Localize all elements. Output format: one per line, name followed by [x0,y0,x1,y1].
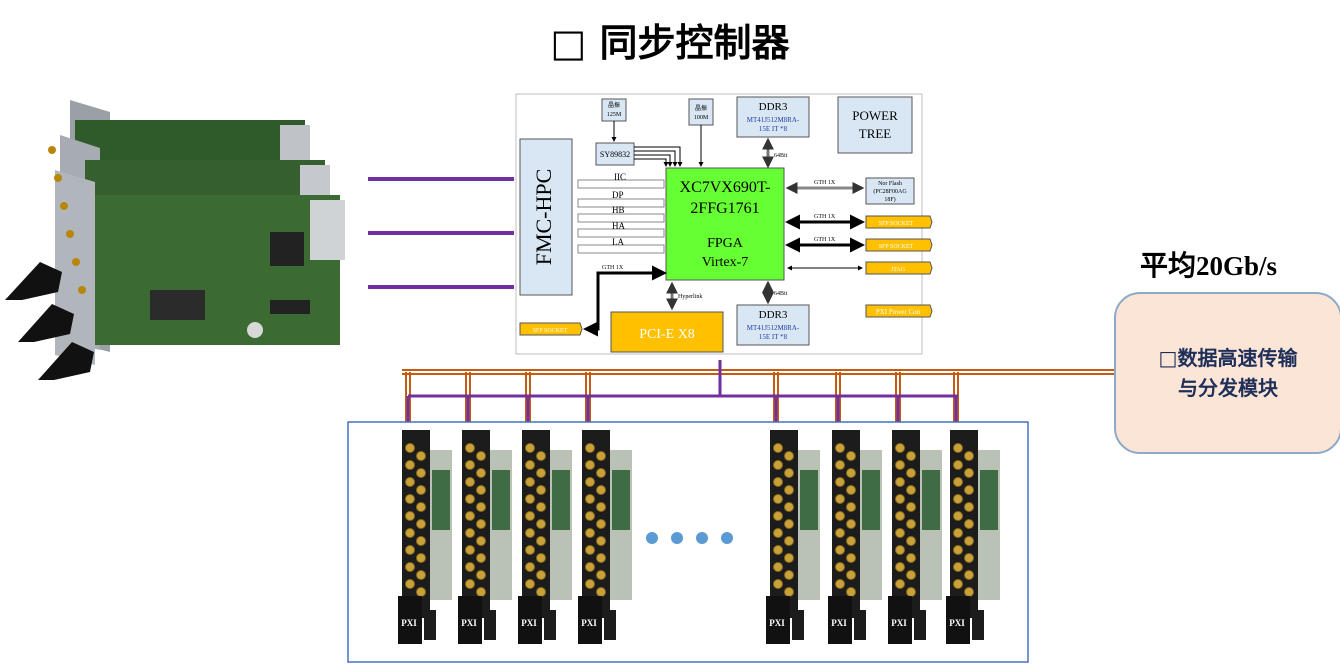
module-callout: □数据高速传输 与分发模块 [1114,292,1340,454]
pcie-block [610,311,724,353]
controller-board [55,170,345,365]
bus-label-dp: DP [612,190,624,200]
pxi-logo: PXI [891,618,907,628]
bus-label-ha: HA [612,221,625,231]
ddr3-bottom-block [736,304,810,346]
gth-label-flash: GTH 1X [814,180,836,186]
fpga-part-line1: XC7VX690T- [680,179,771,196]
jtag-connector: JTAG [865,261,933,275]
pxi-logo: PXI [831,618,847,628]
pxi-power-connector: PXI Power Con [865,304,933,318]
ddr3-top-title: DDR3 [759,101,788,113]
crystal-125m-label: 晶振 [608,101,620,109]
ddr-bits-bottom: 64Bit [774,291,788,297]
gth-label-sfp1: GTH 1X [814,214,836,220]
nor-flash-line3: 18F) [884,196,895,203]
ellipsis-dot [696,532,708,544]
ejector-handle [5,262,62,300]
nor-flash-line1: Nor Flash [878,181,902,187]
pcie-label: PCI-E X8 [639,327,695,342]
sfp-socket-label: SFP SOCKET [879,244,914,250]
gth-label-left: GTH 1X [602,265,624,271]
ddr3-top-block [736,96,810,138]
jtag-label: JTAG [891,267,906,273]
ejector-handle [18,304,74,342]
sfp-socket: SFP SOCKET [519,322,583,336]
pxi-card: PXI [398,430,452,644]
sfp-socket: SFP SOCKET [865,238,933,252]
power-tree-line2: TREE [859,126,892,141]
nor-flash-block [865,177,915,205]
ejector-handle [38,342,94,380]
ddr3-top-spec: 15E IT *8 [759,125,788,133]
module-line1: □数据高速传输 [1158,346,1298,370]
bus-label-la: LA [612,237,624,247]
average-rate-value: 20Gb/s [1196,251,1278,281]
ddr-bits-top: 64Bit [774,153,788,159]
pxi-card: PXI [458,430,512,644]
ellipsis-dot [721,532,733,544]
controller-boards-photo [5,100,345,380]
bus-label-iic: IIC [614,172,626,182]
gth-label-sfp2: GTH 1X [814,237,836,243]
ddr3-bottom-part: MT41J512M8RA- [747,324,800,332]
sfp-socket-label: SFP SOCKET [879,221,914,227]
ddr3-top-part: MT41J512M8RA- [747,116,800,124]
fpga-family-line1: FPGA [707,236,744,251]
pxi-card: PXI [766,430,820,644]
pxi-logo: PXI [401,618,417,628]
fpga-part-line2: 2FFG1761 [690,200,759,217]
ellipsis-dot [671,532,683,544]
pxi-power-label: PXI Power Con [876,308,921,316]
sy89832-label: SY89832 [600,150,630,159]
page-title: □ 同步控制器 [550,21,790,65]
pxi-logo: PXI [949,618,965,628]
module-line2: 与分发模块 [1178,376,1278,400]
pxi-card: PXI [828,430,882,644]
power-tree-line1: POWER [852,108,898,123]
pxi-card: PXI [518,430,572,644]
pxi-card: PXI [888,430,942,644]
average-rate-label: 平均20Gb/s [1140,244,1277,284]
ddr3-bottom-spec: 15E IT *8 [759,333,788,341]
sfp-socket: SFP SOCKET [865,215,933,229]
bus-label-hb: HB [612,205,625,215]
crystal-100m-freq: 100M [694,115,709,121]
pxi-card: PXI [946,430,1000,644]
pxi-logo: PXI [521,618,537,628]
crystal-100m-label: 晶振 [695,104,707,112]
fmc-hpc-label: FMC-HPC [531,169,556,266]
fpga-family-line2: Virtex-7 [702,255,749,270]
hyperlink-label: Hyperlink [678,294,702,300]
pxi-card: PXI [578,430,632,644]
pxi-logo: PXI [461,618,477,628]
ellipsis-dot [646,532,658,544]
fpga-block [665,167,785,281]
ddr3-bottom-title: DDR3 [759,309,788,321]
fmc-hpc-block [519,138,573,296]
nor-flash-line2: (PC28F00AG [873,188,907,195]
pxi-logo: PXI [581,618,597,628]
crystal-125m-freq: 125M [607,112,622,118]
sy89832-block [595,142,635,166]
sfp-socket-label: SFP SOCKET [533,328,568,334]
average-rate-prefix: 平均 [1140,249,1197,282]
distribution-bus [402,360,1114,428]
power-tree-block [837,96,913,154]
pxi-logo: PXI [769,618,785,628]
ellipsis-dots [646,532,733,544]
